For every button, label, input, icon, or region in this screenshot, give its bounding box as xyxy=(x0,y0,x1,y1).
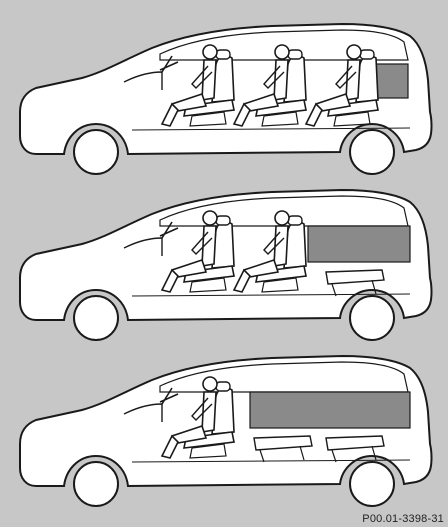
seat-row-2-headrest xyxy=(288,50,302,59)
occupant-row-1-head xyxy=(203,45,217,59)
vehicle-five-seat xyxy=(20,190,432,340)
occupant-row-2-head xyxy=(275,45,289,59)
seat-row-3-headrest xyxy=(360,50,374,59)
occupant-row-1-head xyxy=(203,211,217,225)
vehicle-two-seat xyxy=(20,356,432,506)
front-wheel xyxy=(74,462,118,506)
seat-row-1-headrest xyxy=(216,216,230,225)
front-wheel xyxy=(74,296,118,340)
rear-wheel xyxy=(350,130,394,174)
occupant-row-1-head xyxy=(203,377,217,391)
seat-row-1-headrest xyxy=(216,382,230,391)
seat-row-1-headrest xyxy=(216,50,230,59)
rear-wheel xyxy=(350,462,394,506)
occupant-row-3-head xyxy=(347,45,361,59)
vehicle-seven-seat xyxy=(20,24,432,174)
seat-row-2-headrest xyxy=(288,216,302,225)
occupant-row-2-head xyxy=(275,211,289,225)
figure-reference-code: P00.01-3398-31 xyxy=(362,513,444,525)
cargo-area xyxy=(250,392,410,428)
front-wheel xyxy=(74,130,118,174)
cargo-area xyxy=(308,226,410,262)
rear-wheel xyxy=(350,296,394,340)
